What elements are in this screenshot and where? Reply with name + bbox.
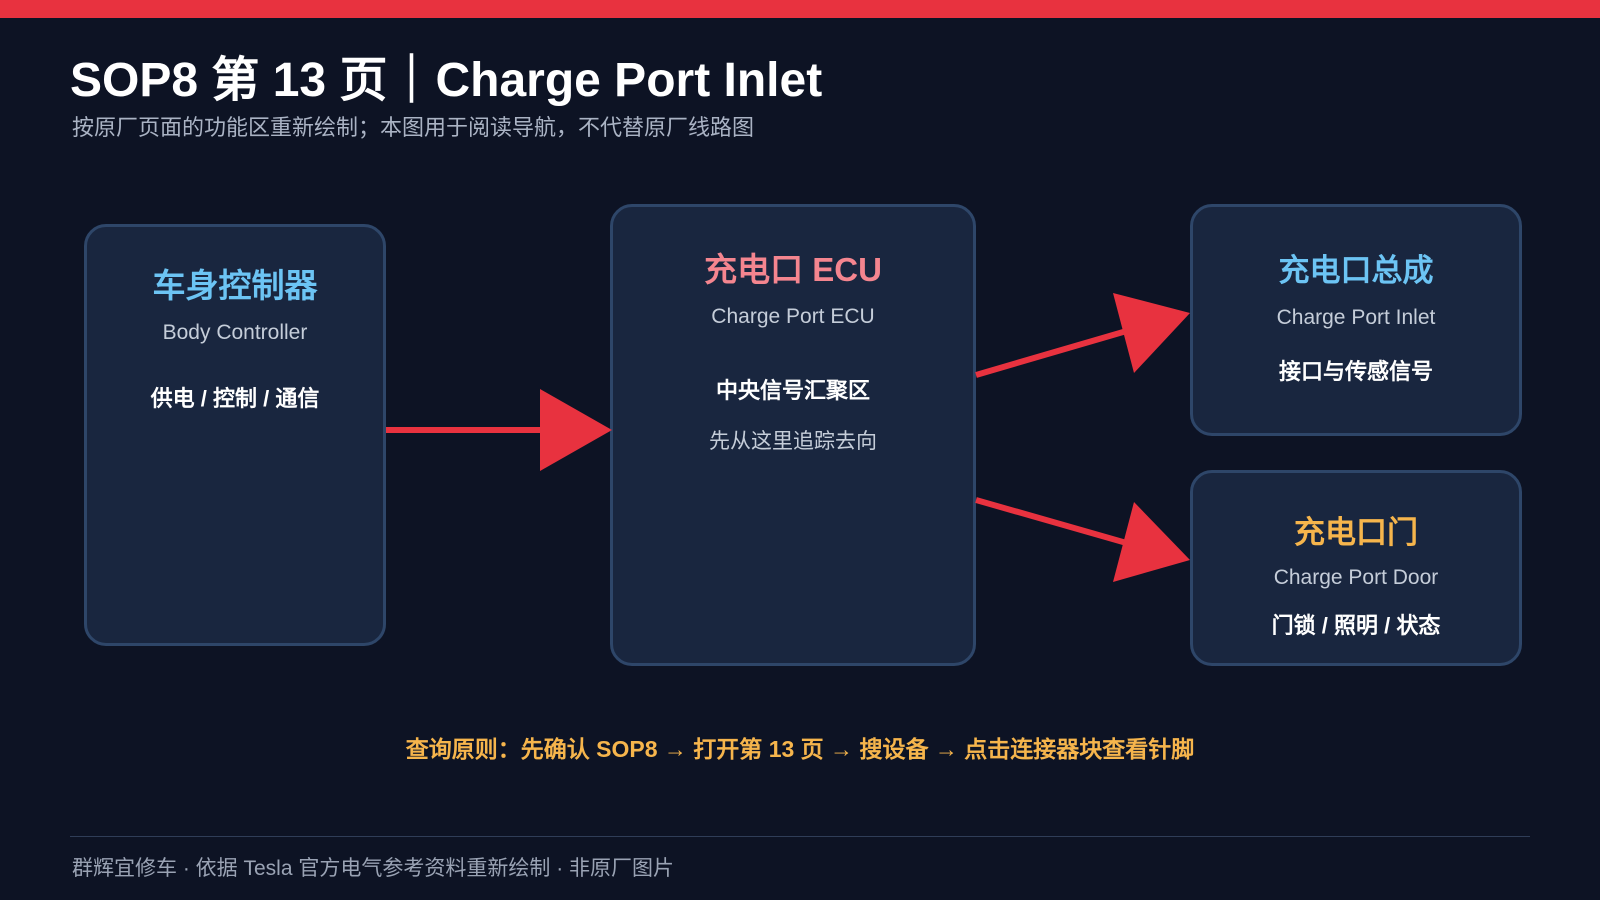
footer-divider bbox=[70, 836, 1530, 837]
body-controller-block[interactable]: 车身控制器 Body Controller 供电 / 控制 / 通信 bbox=[84, 224, 386, 646]
arrow-body-to-ecu bbox=[386, 389, 612, 471]
footer-credit: 群辉宜修车 · 依据 Tesla 官方电气参考资料重新绘制 · 非原厂图片 bbox=[72, 857, 675, 880]
ecu-title: 充电口 ECU bbox=[704, 251, 882, 288]
door-desc: 门锁 / 照明 / 状态 bbox=[1271, 613, 1441, 638]
body-controller-title: 车身控制器 bbox=[152, 267, 318, 304]
page-title: SOP8 第 13 页｜Charge Port Inlet bbox=[70, 54, 823, 107]
door-english: Charge Port Door bbox=[1273, 566, 1439, 589]
body-controller-english: Body Controller bbox=[162, 321, 308, 344]
door-title: 充电口门 bbox=[1294, 515, 1418, 550]
ecu-english: Charge Port ECU bbox=[711, 305, 875, 328]
ecu-desc: 中央信号汇聚区 bbox=[715, 378, 870, 403]
arrow-ecu-to-inlet bbox=[975, 293, 1190, 378]
page-subtitle: 按原厂页面的功能区重新绘制；本图用于阅读导航，不代替原厂线路图 bbox=[72, 115, 755, 140]
top-accent-bar bbox=[0, 0, 1600, 18]
ecu-desc-secondary: 先从这里追踪去向 bbox=[709, 430, 877, 453]
body-controller-desc: 供电 / 控制 / 通信 bbox=[150, 386, 320, 411]
inlet-desc: 接口与传感信号 bbox=[1278, 359, 1433, 384]
lookup-principle-note: 查询原则：先确认 SOP8 → 打开第 13 页 → 搜设备 → 点击连接器块查… bbox=[405, 736, 1195, 762]
charge-port-door-block[interactable]: 充电口门 Charge Port Door 门锁 / 照明 / 状态 bbox=[1190, 470, 1522, 666]
inlet-title: 充电口总成 bbox=[1278, 253, 1434, 288]
charge-port-ecu-block[interactable]: 充电口 ECU Charge Port ECU 中央信号汇聚区 先从这里追踪去向 bbox=[610, 204, 976, 666]
inlet-english: Charge Port Inlet bbox=[1276, 306, 1436, 329]
charge-port-inlet-block[interactable]: 充电口总成 Charge Port Inlet 接口与传感信号 bbox=[1190, 204, 1522, 436]
arrow-ecu-to-door bbox=[975, 497, 1190, 582]
